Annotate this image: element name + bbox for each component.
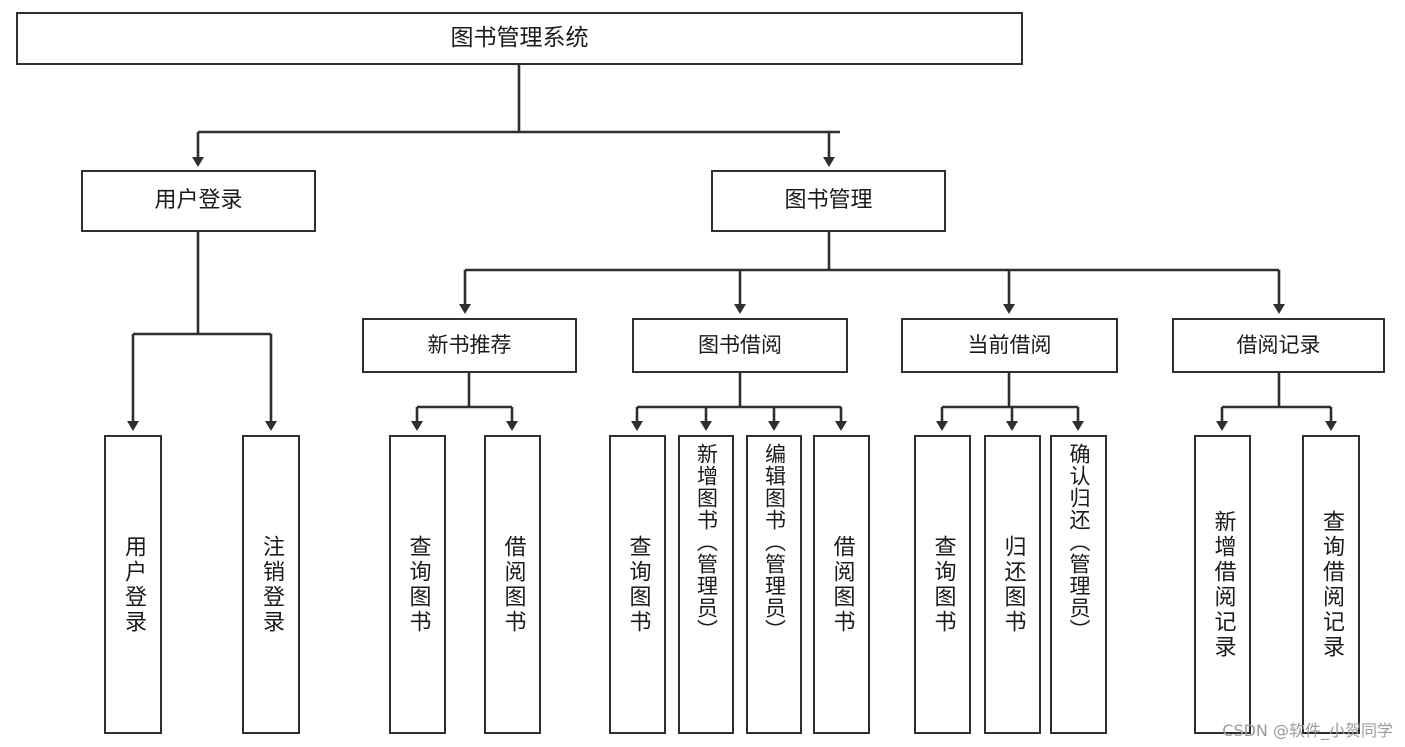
node-user-login-label: 用户登录 <box>154 187 243 213</box>
leaf-borrow-book-recommend-label: 借阅图书 <box>500 534 526 635</box>
leaf-edit-book-admin[interactable]: 编辑图书（管理员） <box>746 435 802 734</box>
node-book-manage[interactable]: 图书管理 <box>711 170 946 232</box>
leaf-logout[interactable]: 注销登录 <box>242 435 300 734</box>
leaf-edit-book-admin-label: 编辑图书（管理员） <box>762 443 787 641</box>
leaf-return-book-label: 归还图书 <box>1000 534 1026 635</box>
leaf-query-book-borrow-label: 查询图书 <box>625 534 651 635</box>
edge-group-root <box>192 65 840 167</box>
leaf-borrow-book-recommend[interactable]: 借阅图书 <box>484 435 541 734</box>
leaf-query-book-current-label: 查询图书 <box>930 534 956 635</box>
leaf-add-book-admin-label: 新增图书（管理员） <box>694 443 719 641</box>
node-current-borrow-label: 当前借阅 <box>967 332 1052 357</box>
leaf-add-borrow-record[interactable]: 新增借阅记录 <box>1194 435 1251 734</box>
leaf-user-login-label: 用户登录 <box>121 534 146 635</box>
leaf-add-book-admin[interactable]: 新增图书（管理员） <box>678 435 734 734</box>
node-book-borrow[interactable]: 图书借阅 <box>632 318 848 373</box>
leaf-confirm-return-admin-label: 确认归还（管理员） <box>1067 443 1091 641</box>
leaf-query-book-current[interactable]: 查询图书 <box>914 435 971 734</box>
leaf-return-book[interactable]: 归还图书 <box>984 435 1041 734</box>
edge-group-book-manage <box>459 232 1285 314</box>
leaf-logout-label: 注销登录 <box>259 534 284 635</box>
node-root-label: 图书管理系统 <box>450 24 589 51</box>
node-current-borrow[interactable]: 当前借阅 <box>901 318 1118 373</box>
leaf-add-borrow-record-label: 新增借阅记录 <box>1210 509 1236 660</box>
edge-group-new-book-rec <box>411 373 518 431</box>
leaf-borrow-book[interactable]: 借阅图书 <box>813 435 870 734</box>
leaf-query-borrow-record-label: 查询借阅记录 <box>1319 509 1344 660</box>
node-new-book-recommend[interactable]: 新书推荐 <box>362 318 577 373</box>
node-user-login[interactable]: 用户登录 <box>81 170 316 232</box>
leaf-query-borrow-record[interactable]: 查询借阅记录 <box>1302 435 1360 734</box>
csdn-watermark: CSDN @软件_小贺同学 <box>1222 721 1393 740</box>
node-book-borrow-label: 图书借阅 <box>698 332 782 357</box>
node-borrow-record-label: 借阅记录 <box>1236 332 1321 357</box>
node-new-book-recommend-label: 新书推荐 <box>427 332 512 357</box>
node-book-manage-label: 图书管理 <box>784 187 873 213</box>
edge-group-user-login <box>127 232 277 431</box>
edge-group-book-borrow <box>631 373 847 431</box>
leaf-query-book-borrow[interactable]: 查询图书 <box>609 435 666 734</box>
leaf-query-book-recommend[interactable]: 查询图书 <box>389 435 446 734</box>
node-root[interactable]: 图书管理系统 <box>16 12 1023 65</box>
edge-group-current-borrow <box>936 373 1084 431</box>
leaf-borrow-book-label: 借阅图书 <box>829 534 855 635</box>
leaf-user-login[interactable]: 用户登录 <box>104 435 162 734</box>
leaf-confirm-return-admin[interactable]: 确认归还（管理员） <box>1050 435 1107 734</box>
leaf-query-book-recommend-label: 查询图书 <box>405 534 431 635</box>
node-borrow-record[interactable]: 借阅记录 <box>1172 318 1385 373</box>
edge-group-borrow-record <box>1216 373 1337 431</box>
